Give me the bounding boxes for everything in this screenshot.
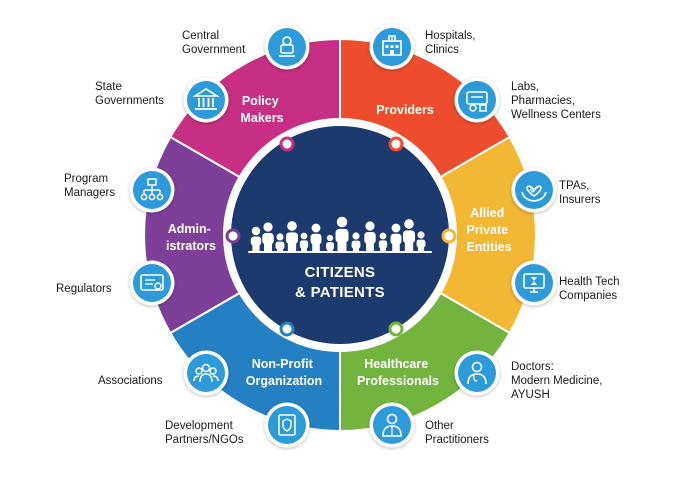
segment-label-allied-private-entities: Allied Private Entities [466, 206, 511, 254]
certificate-icon [129, 260, 175, 306]
label-health-tech: Health Tech Companies [559, 276, 620, 302]
monitor-icon [511, 260, 557, 306]
ring-marker [279, 321, 295, 337]
ring-marker [279, 136, 295, 152]
label-program-managers: Program Managers [64, 173, 116, 199]
group-icon [183, 350, 229, 396]
label-associations: Associations [98, 375, 163, 387]
hospital-icon [369, 24, 415, 70]
lab-icon [454, 77, 500, 123]
ring-marker [441, 228, 457, 244]
segment-label-non-profit-organization: Non-Profit Organization [246, 357, 322, 388]
label-other-practitioners: Other Practitioners [425, 420, 489, 446]
org-chart-icon [129, 167, 175, 213]
label-labs-pharmacies: Labs, Pharmacies, Wellness Centers [511, 81, 601, 121]
emblem-icon [264, 24, 310, 70]
label-ngos: Development Partners/NGOs [165, 420, 244, 446]
people-icon [248, 216, 432, 253]
heart-hand-icon [511, 167, 557, 213]
practitioner-icon [369, 402, 415, 448]
segment-label-administrators: Admin- istrators [166, 222, 216, 253]
segment-label-healthcare-professionals: Healthcare Professionals [357, 357, 439, 388]
label-state-governments: State Governments [95, 81, 165, 107]
center-title-line2: & PATIENTS [295, 284, 385, 301]
ring-marker [225, 228, 241, 244]
segment-label-providers: Providers [376, 103, 434, 117]
doctor-icon [454, 350, 500, 396]
label-tpas-insurers: TPAs, Insurers [559, 180, 601, 206]
building-icon [183, 77, 229, 123]
ring-marker [388, 321, 404, 337]
segment-label-policy-makers: Policy Makers [240, 94, 283, 125]
label-regulators: Regulators [56, 283, 112, 295]
certificate-shield-icon [264, 402, 310, 448]
ring-markers [225, 136, 457, 337]
label-central-government: Central Government [182, 30, 246, 56]
label-hospitals-clinics: Hospitals, Clinics [425, 30, 476, 56]
stakeholder-icons [129, 24, 557, 448]
center-title-line1: CITIZENS [305, 264, 376, 281]
ring-marker [388, 136, 404, 152]
label-doctors: Doctors: Modern Medicine, AYUSH [511, 361, 603, 401]
